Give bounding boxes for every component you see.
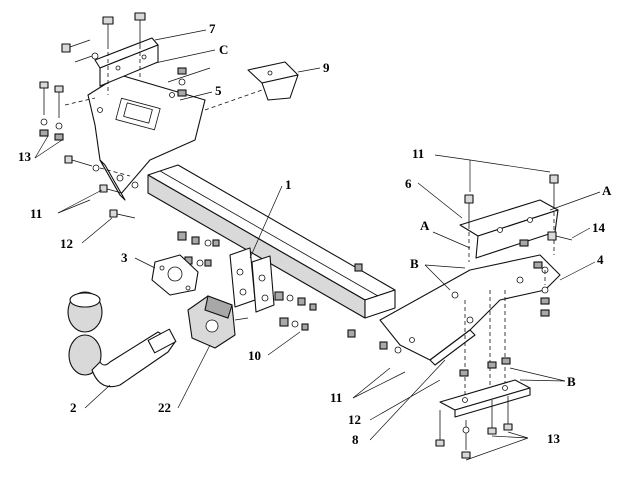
label-11-right: 11	[412, 146, 424, 161]
electrical-socket-part-22	[187, 295, 249, 349]
label-C: C	[219, 42, 228, 57]
label-6: 6	[405, 176, 412, 191]
label-2: 2	[70, 400, 77, 415]
bolt-row-crossbar	[177, 231, 402, 354]
label-8: 8	[352, 432, 359, 447]
callout-labels: 7 C 5 9 13 11 12 1 3 2 22 10 11 12 8 11 …	[18, 21, 612, 447]
label-14: 14	[592, 220, 606, 235]
label-13-left: 13	[18, 149, 32, 164]
left-side-bracket	[87, 74, 206, 201]
label-B-top: B	[410, 256, 419, 271]
label-12-bottom: 12	[348, 412, 361, 427]
label-A-right: A	[602, 183, 612, 198]
label-22: 22	[158, 400, 171, 415]
label-5: 5	[215, 83, 222, 98]
right-side-bracket	[379, 254, 561, 366]
bolt-stack-part-13-right	[435, 396, 513, 459]
label-4: 4	[597, 252, 604, 267]
label-B-bottom: B	[567, 374, 576, 389]
label-9: 9	[323, 60, 330, 75]
bolt-stack-part-4	[540, 270, 550, 317]
label-11-left: 11	[30, 206, 42, 221]
tow-ball-part-2	[67, 291, 177, 388]
bottom-plate-part-8	[439, 290, 531, 418]
leader-lines	[34, 29, 601, 461]
bolts-top-left	[61, 12, 187, 97]
label-7: 7	[209, 21, 216, 36]
bolt-stack-part-13-left	[39, 81, 96, 141]
bolts-left-side	[64, 155, 136, 219]
label-3: 3	[121, 250, 128, 265]
bracket-part-9	[204, 61, 299, 111]
label-12-left: 12	[60, 236, 73, 251]
socket-plate-part-3	[151, 254, 199, 296]
label-1: 1	[285, 177, 292, 192]
label-11-bottom: 11	[330, 390, 342, 405]
bracket-part-6	[459, 199, 559, 259]
clamp-plate-part-7	[94, 37, 159, 87]
label-10: 10	[248, 348, 261, 363]
label-A-left: A	[420, 218, 430, 233]
bolts-top-right	[464, 174, 573, 269]
label-13-right: 13	[547, 431, 561, 446]
ball-mount-plates	[229, 247, 275, 313]
crossbar-part-1	[147, 164, 396, 319]
